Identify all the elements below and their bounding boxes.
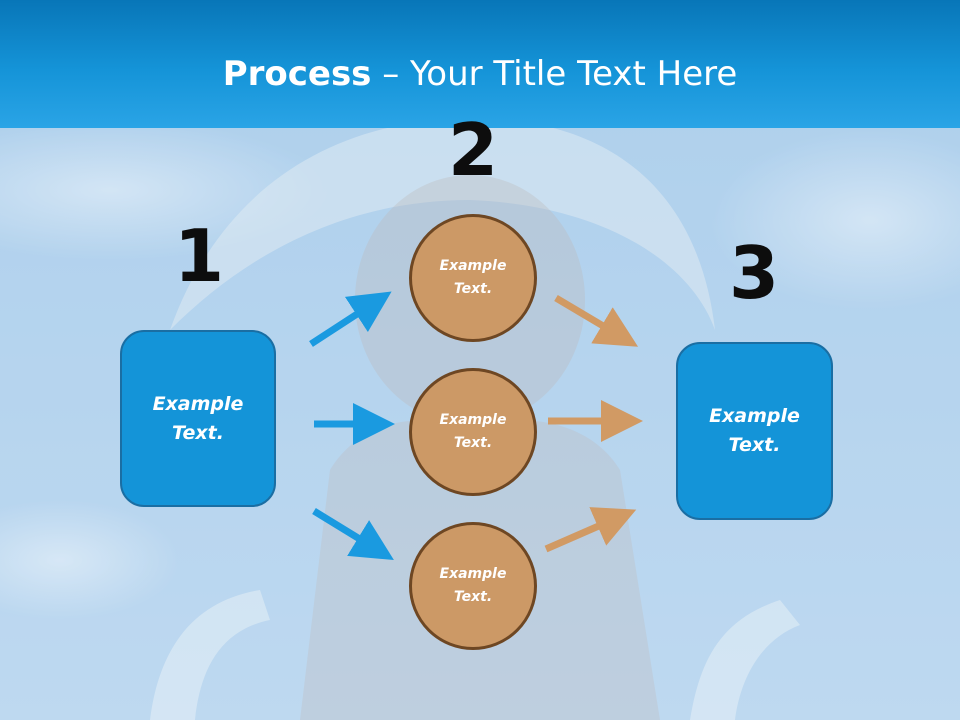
step-2-circle-middle: Example Text. [409, 368, 537, 496]
step-3-box: Example Text. [676, 342, 833, 520]
arrow-1-to-circle-bottom [312, 508, 394, 560]
circle-bottom-text: Example Text. [439, 566, 507, 605]
step-number-2: 2 [447, 108, 499, 192]
step-3-text: Example Text. [709, 405, 800, 456]
circle-middle-text: Example Text. [439, 412, 507, 451]
page-title: Process – Your Title Text Here [0, 52, 960, 96]
step-2-circle-top: Example Text. [409, 214, 537, 342]
step-1-text: Example Text. [152, 392, 244, 444]
arrow-1-to-circle-top [309, 291, 392, 347]
step-number-1: 1 [173, 214, 225, 298]
step-1-box: Example Text. [120, 330, 276, 507]
title-rest: – Your Title Text Here [371, 54, 738, 94]
arrow-circle-bottom-to-3 [544, 507, 637, 553]
step-2-circle-bottom: Example Text. [409, 522, 537, 650]
title-bold: Process [222, 54, 372, 94]
step-number-3: 3 [728, 231, 780, 315]
arrow-circle-top-to-3 [554, 294, 639, 347]
title-bar [0, 0, 960, 128]
circle-top-text: Example Text. [439, 258, 507, 297]
